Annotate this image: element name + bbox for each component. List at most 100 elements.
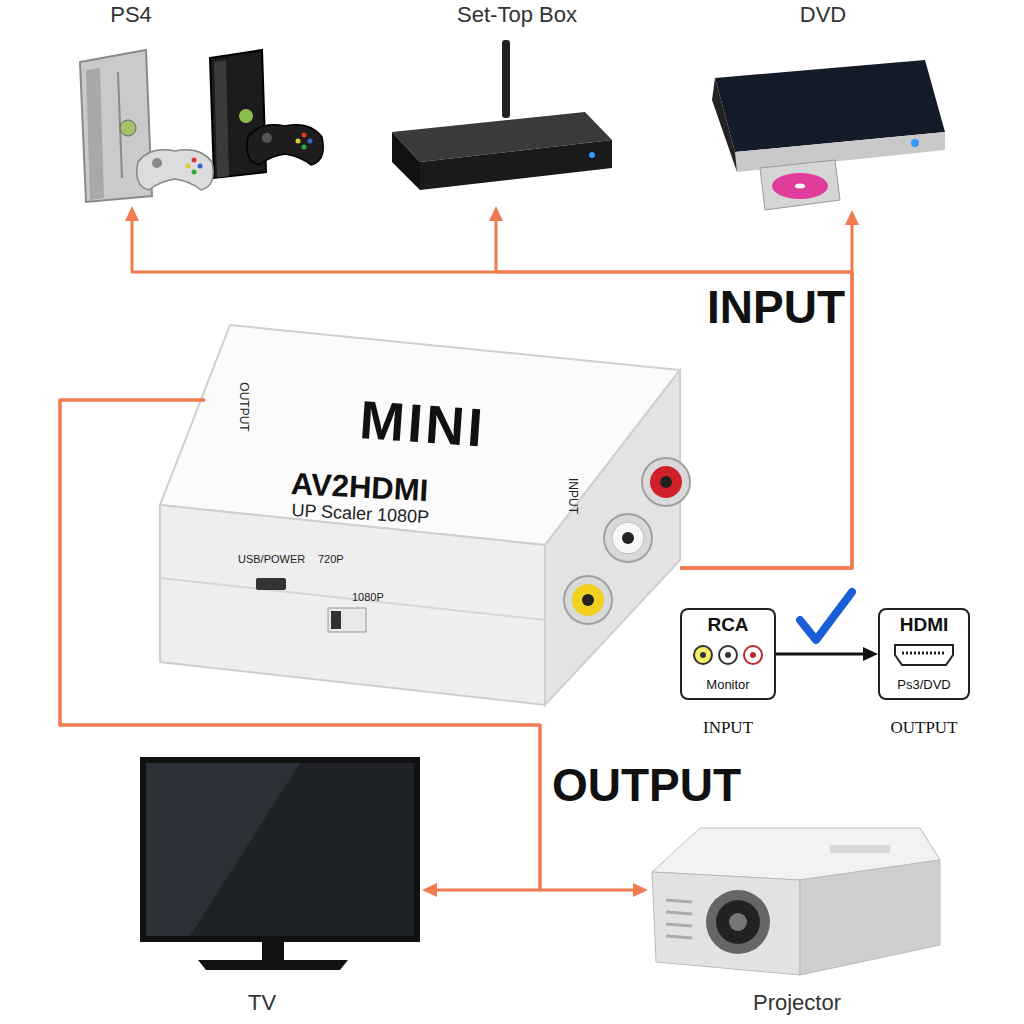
console-illustration xyxy=(80,50,323,202)
rca-plug xyxy=(719,646,737,664)
projector-lens xyxy=(729,913,747,931)
rca-jack xyxy=(604,514,652,562)
status-light xyxy=(911,139,919,147)
power-button xyxy=(120,120,136,136)
switch-label: 1080P xyxy=(352,591,384,604)
controller xyxy=(247,125,323,165)
projector-front xyxy=(652,872,800,975)
brand-mark: MINI xyxy=(358,388,488,459)
rca-plug xyxy=(750,652,756,658)
controller-button xyxy=(186,164,191,169)
device-group: PS4 xyxy=(72,4,324,206)
icon-caption: Monitor xyxy=(706,678,749,693)
disc-hole xyxy=(795,184,805,189)
controller-button xyxy=(192,170,197,175)
projector-lens xyxy=(716,900,760,944)
controller-button xyxy=(308,139,313,144)
rca-plug xyxy=(700,652,706,658)
arrow-head xyxy=(633,883,648,897)
rca-jack xyxy=(650,466,682,498)
device-name: TV xyxy=(248,990,276,1015)
section-label: OUTPUT xyxy=(552,760,741,811)
usb-port xyxy=(256,578,286,590)
rca-plug xyxy=(694,646,712,664)
connector xyxy=(776,647,878,661)
converter-front xyxy=(160,505,545,705)
port-label: INPUT xyxy=(565,478,579,514)
input-icon-box: RCAMonitorINPUT xyxy=(680,608,776,700)
disc-tray xyxy=(760,160,840,210)
hdmi-icon xyxy=(895,645,953,665)
device-group: DVD xyxy=(700,4,952,210)
projector-illustration xyxy=(652,828,940,975)
status-light xyxy=(589,152,595,158)
rca-plug xyxy=(744,646,762,664)
converter-side xyxy=(545,370,680,705)
device-name: PS4 xyxy=(110,2,152,27)
disc xyxy=(772,173,828,199)
controller xyxy=(137,150,213,190)
converter-box: MINIAV2HDMIUP Scaler 1080POUTPUTINPUTUSB… xyxy=(205,320,680,705)
connector-line xyxy=(132,216,852,568)
rca-jack xyxy=(564,576,612,624)
tv-screen xyxy=(146,763,414,936)
tv-stand xyxy=(262,942,284,960)
port-label: OUTPUT xyxy=(236,382,250,431)
rca-jack xyxy=(582,594,594,606)
connector-line xyxy=(60,400,540,890)
device-name: DVD xyxy=(800,2,846,27)
arrow-head xyxy=(489,206,503,221)
set-top-box-illustration xyxy=(392,40,612,190)
dvd-illustration xyxy=(712,60,945,210)
rca-jack xyxy=(622,532,634,544)
connector xyxy=(60,400,540,897)
hdmi-port xyxy=(895,645,953,665)
device-name: Projector xyxy=(753,990,841,1015)
rca-jack xyxy=(612,522,644,554)
connector-line xyxy=(680,220,852,568)
control-panel xyxy=(830,845,890,853)
connector xyxy=(489,206,852,568)
connector-line xyxy=(60,400,638,890)
role-caption: OUTPUT xyxy=(890,718,957,738)
tv-frame xyxy=(140,757,420,942)
box-front xyxy=(420,140,612,190)
tv-base xyxy=(198,960,348,970)
box-side xyxy=(392,132,420,190)
controller-button xyxy=(296,139,301,144)
output-icon-box: HDMIPs3/DVDOUTPUT xyxy=(878,608,970,700)
connector-type: HDMI xyxy=(900,614,949,636)
switch-knob xyxy=(331,611,341,629)
connector xyxy=(60,400,648,897)
antenna xyxy=(502,40,510,118)
controller-stick xyxy=(262,133,272,143)
role-caption: INPUT xyxy=(703,718,753,738)
connector xyxy=(680,210,859,568)
rca-plug xyxy=(725,652,731,658)
projector-side xyxy=(800,860,940,975)
check-mark xyxy=(800,592,852,640)
arrow-head xyxy=(422,883,437,897)
connector-line xyxy=(776,653,868,656)
controller-button xyxy=(302,133,307,138)
vent-lines xyxy=(666,900,692,938)
connector-line xyxy=(496,216,852,568)
icon-caption: Ps3/DVD xyxy=(897,678,950,693)
power-button xyxy=(239,109,253,123)
controller-button xyxy=(192,158,197,163)
screen-glare xyxy=(146,763,300,936)
tv-illustration xyxy=(140,757,420,970)
device-group: Set-Top Box xyxy=(385,4,617,206)
projector-lens xyxy=(706,890,770,954)
resolution-switch xyxy=(328,608,366,632)
arrow-head xyxy=(863,647,878,661)
arrow-head xyxy=(845,210,859,225)
controller-stick xyxy=(152,158,162,168)
rca-icon xyxy=(694,646,762,664)
hdmi-pins xyxy=(902,652,946,655)
arrow-head xyxy=(125,206,139,221)
device-group: TV xyxy=(135,752,422,1020)
